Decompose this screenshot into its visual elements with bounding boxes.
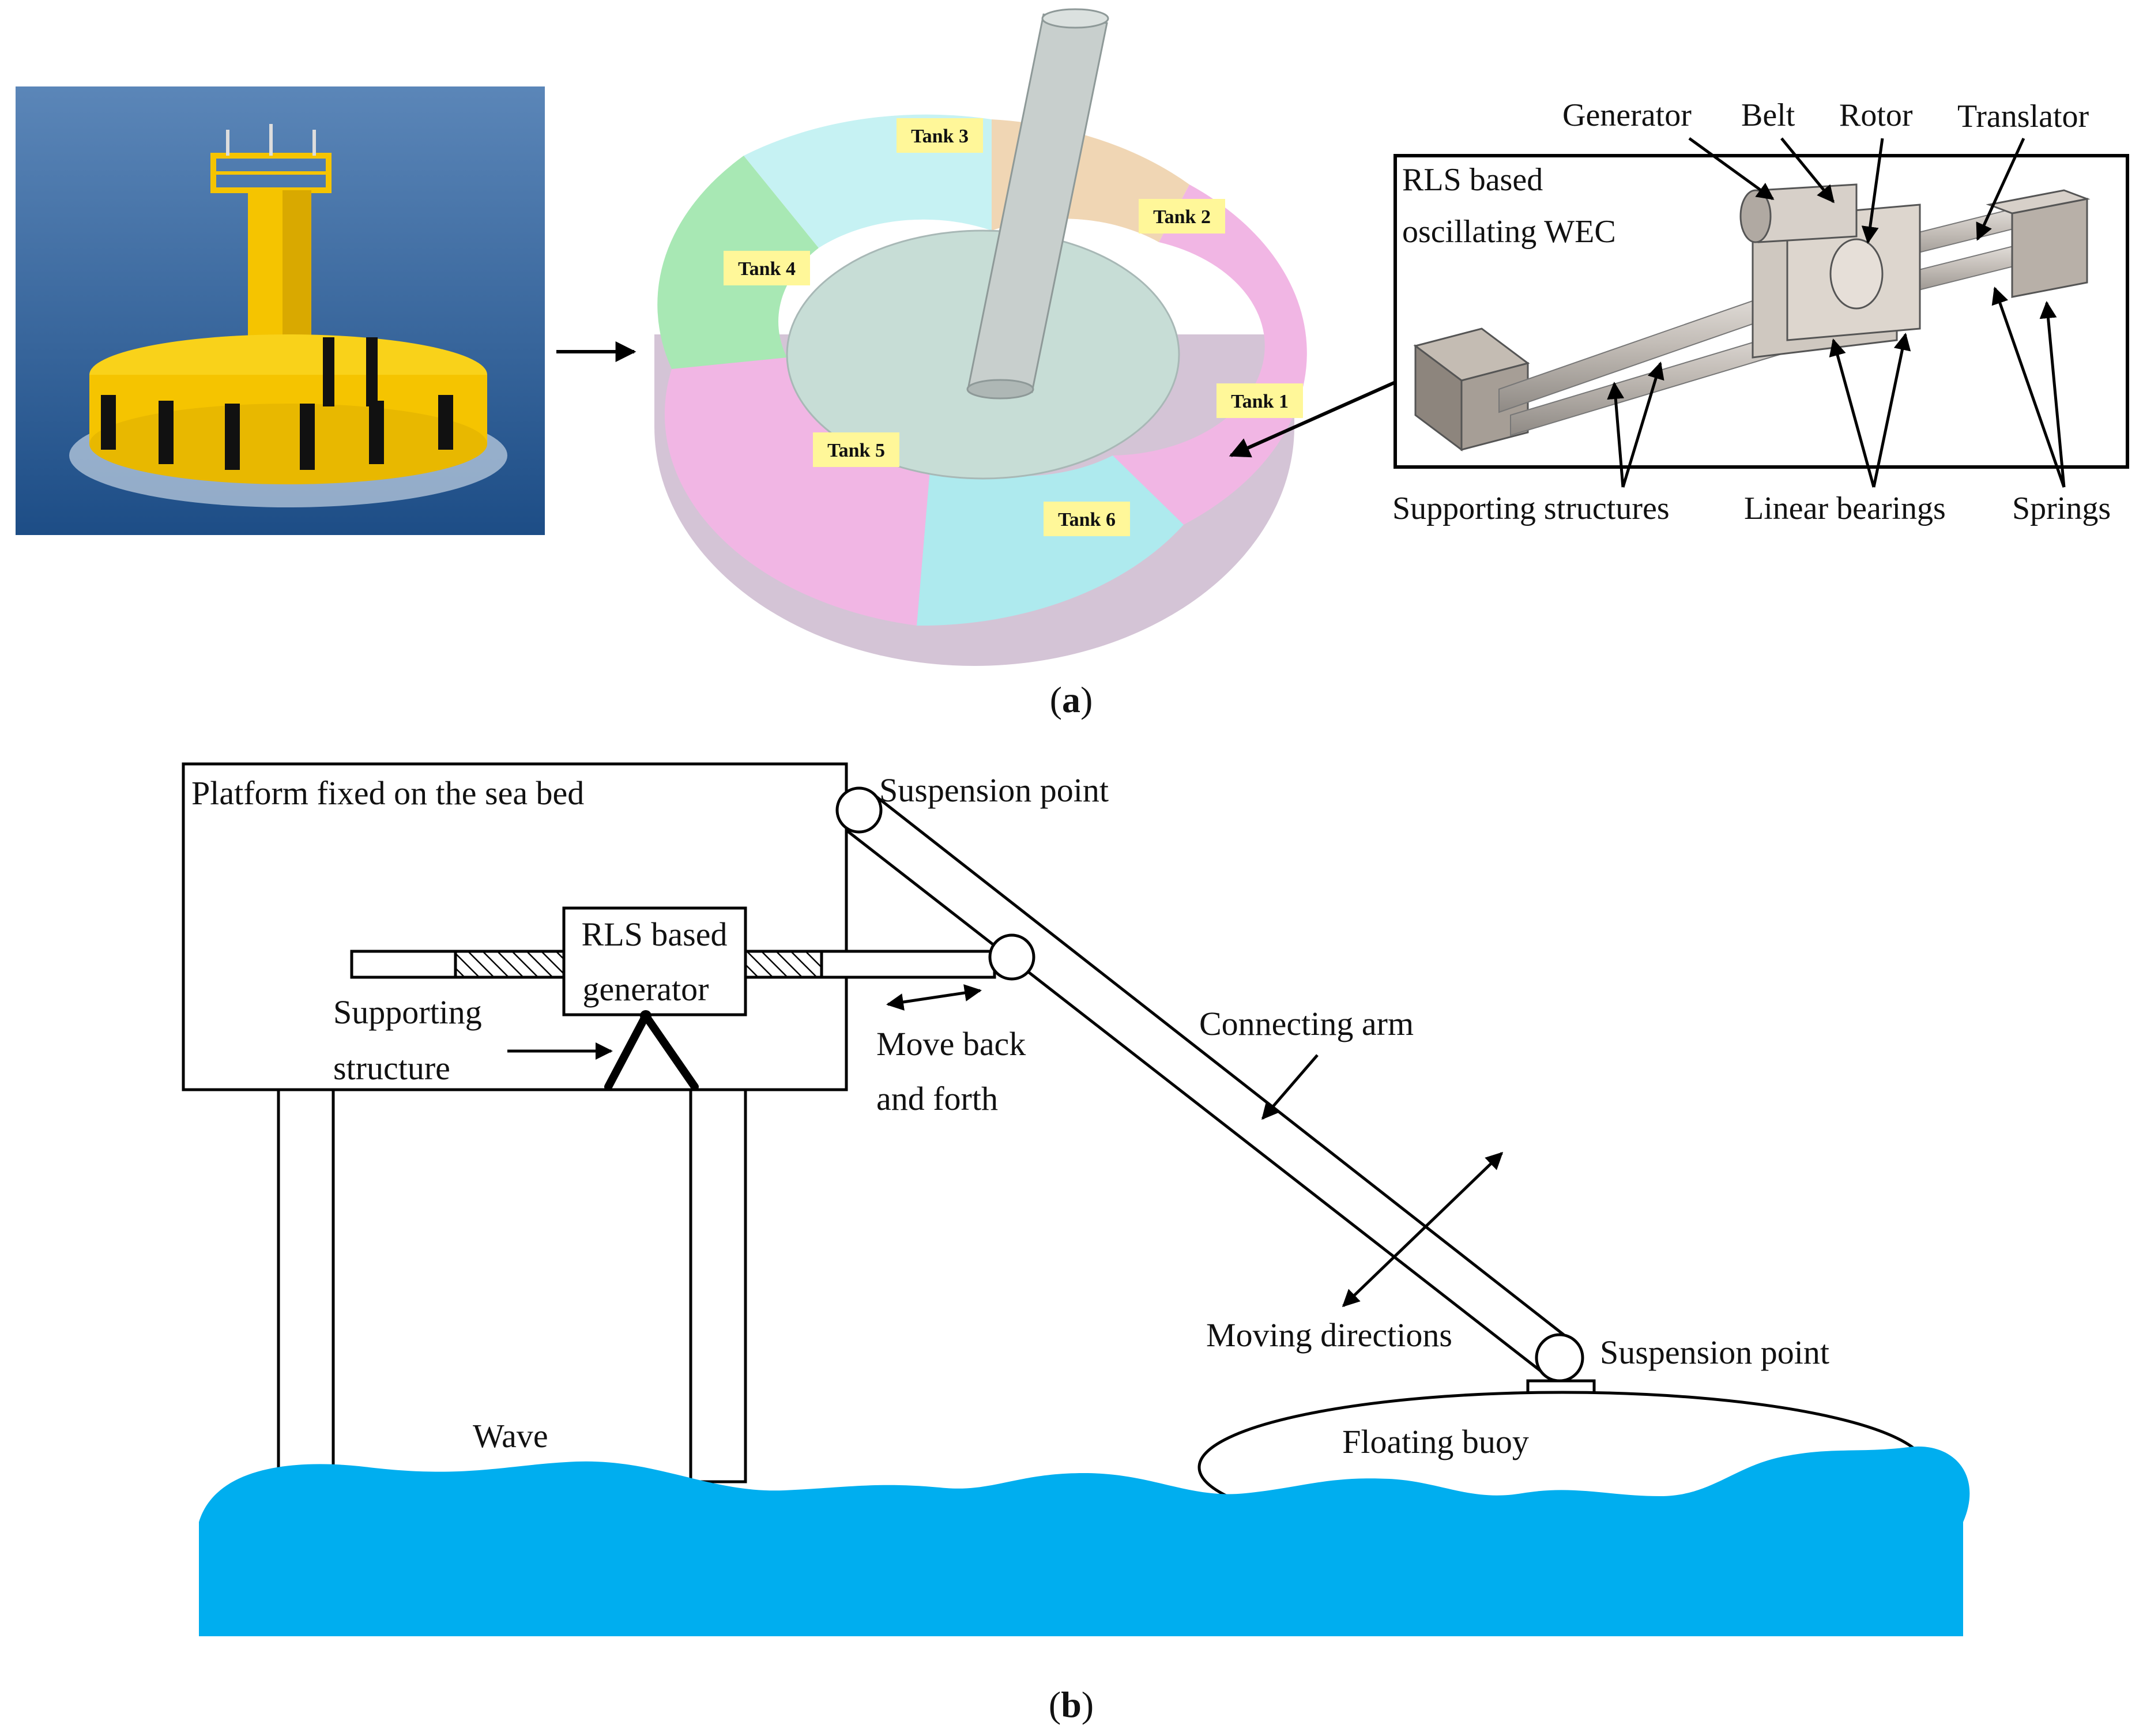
suspension-point-bottom-label: Suspension point bbox=[1600, 1334, 1829, 1371]
generator-label-line1: RLS based bbox=[582, 916, 728, 953]
tank-disc: Tank 1 Tank 2 Tank 3 Tank 4 Tank 5 Tank … bbox=[654, 8, 1307, 666]
moving-directions-arrow bbox=[1342, 1151, 1504, 1308]
move-back-label-line2: and forth bbox=[876, 1080, 998, 1117]
move-back-label-line1: Move back bbox=[876, 1025, 1026, 1063]
platform-label: Platform fixed on the sea bed bbox=[191, 774, 584, 812]
translator-label: Translator bbox=[1957, 99, 2089, 134]
buoy-tower bbox=[210, 124, 332, 363]
caption-a: (a) bbox=[1050, 679, 1093, 720]
tank-label-6: Tank 6 bbox=[1044, 502, 1130, 536]
svg-text:Tank 5: Tank 5 bbox=[827, 440, 885, 461]
svg-text:Tank 1: Tank 1 bbox=[1231, 391, 1289, 412]
moving-directions-label: Moving directions bbox=[1206, 1316, 1452, 1354]
rotor-label: Rotor bbox=[1839, 97, 1913, 133]
generator-label: Generator bbox=[1562, 97, 1692, 133]
springs-label: Springs bbox=[2012, 491, 2111, 526]
generator-box bbox=[562, 906, 747, 1016]
belt-label: Belt bbox=[1741, 97, 1795, 133]
supporting-structures-label: Supporting structures bbox=[1392, 491, 1670, 526]
tank-label-1: Tank 1 bbox=[1216, 383, 1303, 418]
buoy-deck bbox=[89, 334, 487, 484]
caption-b: (b) bbox=[1049, 1684, 1094, 1725]
tank-5-sector bbox=[664, 357, 931, 626]
wec-callout-arrows bbox=[1607, 137, 2066, 488]
platform-legs bbox=[277, 1088, 747, 1483]
tank-6-sector bbox=[917, 455, 1184, 626]
platform-box bbox=[182, 762, 848, 1091]
wec-title-line1: RLS based bbox=[1402, 162, 1543, 198]
suspension-point-top-label: Suspension point bbox=[879, 771, 1109, 809]
rail-joint bbox=[988, 933, 1035, 981]
supporting-structure-line2: structure bbox=[333, 1049, 450, 1087]
supporting-structure-line1: Supporting bbox=[333, 993, 482, 1031]
tank-label-2: Tank 2 bbox=[1139, 199, 1225, 234]
tank-label-5: Tank 5 bbox=[813, 432, 899, 467]
wec-frame bbox=[1393, 154, 2129, 469]
svg-text:Tank 4: Tank 4 bbox=[738, 258, 796, 280]
sea-water bbox=[199, 1446, 1970, 1636]
generator-label-line2: generator bbox=[583, 970, 709, 1008]
generator-rail bbox=[350, 950, 996, 979]
wec-drawing bbox=[1413, 183, 2091, 451]
tank-disc-mast bbox=[966, 8, 1109, 400]
wave-label: Wave bbox=[473, 1417, 548, 1455]
connecting-arm-label: Connecting arm bbox=[1199, 1005, 1414, 1042]
top-suspension-joint bbox=[835, 786, 883, 834]
move-back-arrow bbox=[886, 984, 982, 1011]
floating-buoy-label: Floating buoy bbox=[1342, 1423, 1529, 1460]
supporting-stand bbox=[604, 1012, 699, 1091]
svg-text:Tank 3: Tank 3 bbox=[911, 126, 969, 147]
tank-1-sector bbox=[1113, 184, 1307, 525]
connecting-arm-arrow bbox=[1261, 1054, 1319, 1120]
tank-label-3: Tank 3 bbox=[897, 118, 983, 153]
buoy-photo bbox=[16, 86, 545, 535]
bottom-suspension-joint bbox=[1535, 1333, 1584, 1383]
svg-text:Tank 6: Tank 6 bbox=[1058, 509, 1116, 530]
wec-to-tank-arrow bbox=[1229, 381, 1396, 458]
linear-bearings-label: Linear bearings bbox=[1744, 491, 1946, 526]
svg-text:Tank 2: Tank 2 bbox=[1153, 206, 1211, 228]
wec-title-line2: oscillating WEC bbox=[1402, 214, 1616, 250]
tank-label-4: Tank 4 bbox=[724, 251, 810, 285]
